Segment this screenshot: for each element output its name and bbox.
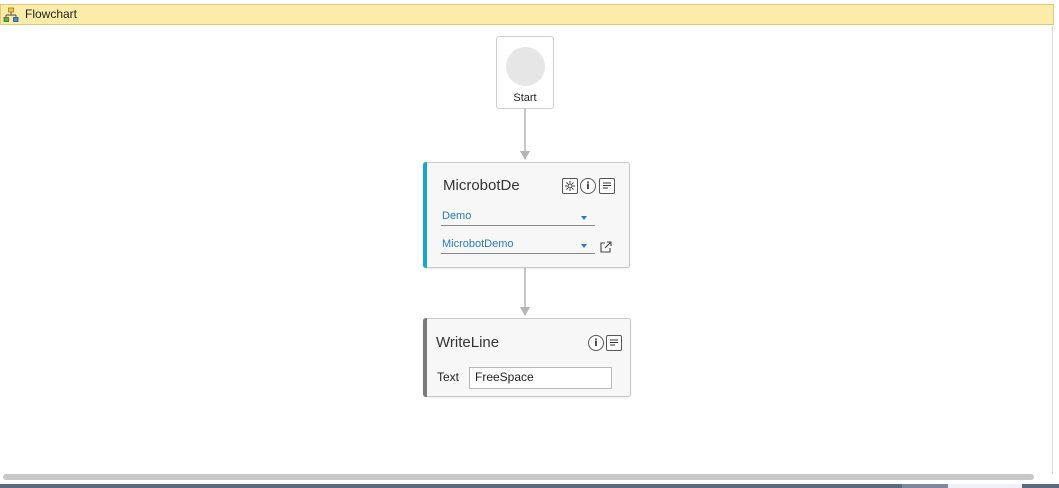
start-node[interactable]: Start: [496, 36, 554, 109]
settings-icon[interactable]: [562, 178, 578, 194]
bottom-tab-active[interactable]: [948, 484, 1022, 488]
text-label: Text: [437, 370, 460, 384]
annotation-icon[interactable]: [606, 335, 622, 351]
start-label: Start: [513, 92, 537, 104]
open-external-icon[interactable]: [599, 240, 613, 254]
info-icon[interactable]: i: [588, 335, 604, 351]
flowchart-icon: [3, 7, 19, 22]
text-field[interactable]: FreeSpace: [469, 367, 612, 389]
designer-title: Flowchart: [25, 7, 78, 21]
project-combobox-value: Demo: [442, 210, 472, 222]
microbot-combobox[interactable]: MicrobotDemo: [441, 238, 595, 254]
writeline-accent: [423, 318, 427, 397]
microbot-title: MicrobotDe: [443, 177, 520, 194]
start-circle: [506, 47, 545, 86]
writeline-activity[interactable]: WriteLine i Text FreeSpace: [423, 318, 631, 397]
info-icon[interactable]: i: [580, 178, 596, 194]
project-combobox[interactable]: Demo: [441, 210, 595, 226]
horizontal-scrollbar[interactable]: [3, 474, 1034, 480]
microbot-activity[interactable]: MicrobotDe i Demo MicrobotDemo: [423, 162, 630, 268]
canvas-border: [1052, 26, 1053, 474]
microbot-combobox-value: MicrobotDemo: [442, 238, 514, 250]
bottom-panel-strip: [0, 484, 1059, 488]
microbot-accent: [423, 162, 427, 268]
writeline-title: WriteLine: [436, 334, 500, 351]
chevron-down-icon[interactable]: [581, 244, 587, 248]
bottom-tab[interactable]: [902, 484, 948, 488]
annotation-icon[interactable]: [599, 178, 615, 194]
chevron-down-icon[interactable]: [581, 216, 587, 220]
designer-header: Flowchart: [0, 4, 1054, 25]
